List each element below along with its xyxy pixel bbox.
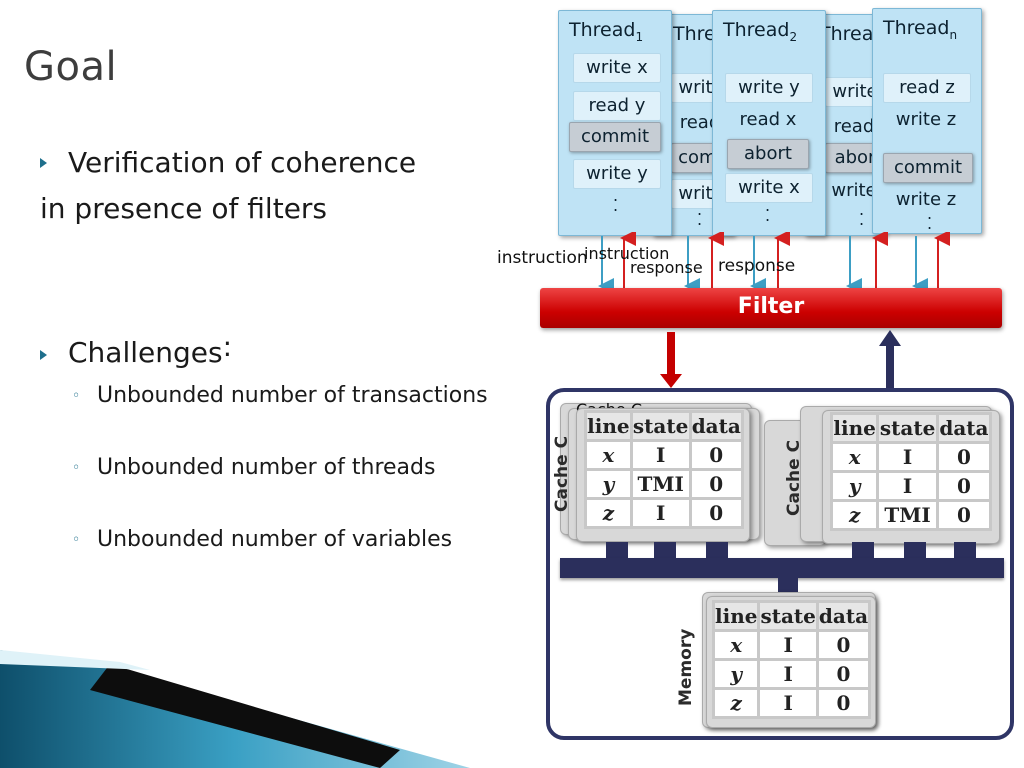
thread-dots: .. — [765, 196, 771, 225]
sub-bullet-marker: ◦ — [72, 460, 81, 476]
thread-op: write z — [895, 109, 957, 130]
thread-op: write z — [895, 189, 957, 210]
thread-dots: .. — [613, 186, 619, 215]
cell-data: 0 — [935, 441, 993, 473]
thread-dots: .. — [859, 200, 865, 229]
filter-cache-arrows — [660, 330, 901, 390]
filter-bar: Filter — [540, 288, 1002, 328]
cell-state: TMI — [629, 468, 692, 500]
cell-line: y — [829, 470, 880, 502]
response-label: response — [630, 258, 703, 277]
sub-bullet-marker: ◦ — [72, 388, 81, 404]
col-header-line: line — [829, 412, 880, 444]
thread-op: write y — [573, 159, 661, 189]
slide-title: Goal — [24, 44, 118, 90]
cell-state: TMI — [876, 499, 939, 531]
cache-connector — [654, 542, 676, 558]
thread-op: write x — [573, 53, 661, 83]
bullet-arrow-icon — [40, 158, 47, 168]
cache-table-left: line state data x I 0 y TMI 0 z I 0 — [584, 410, 745, 529]
cell-line: z — [584, 497, 633, 529]
thread-op: commit — [883, 153, 973, 183]
bullet-coherence-line2: in presence of filters — [40, 192, 328, 225]
thread-op: abort — [727, 139, 809, 169]
cache-connector — [904, 542, 926, 558]
thread-n: Threadn read z write z commit write z .. — [872, 8, 982, 234]
thread-title: Thread1 — [569, 19, 644, 44]
col-header-line: line — [584, 410, 633, 442]
memory-label: Memory — [676, 628, 696, 706]
challenges-colon: : — [222, 330, 233, 363]
challenge-transactions: Unbounded number of transactions — [97, 383, 488, 408]
cell-line: y — [711, 658, 761, 690]
cache-connector — [606, 542, 628, 558]
thread-dots: .. — [697, 200, 703, 229]
thread-title: Thread2 — [723, 19, 798, 44]
thread-op: write — [831, 180, 877, 201]
cell-state: I — [757, 687, 819, 719]
cell-data: 0 — [688, 497, 745, 529]
bullet-coherence-line1: Verification of coherence — [68, 146, 417, 179]
col-header-state: state — [629, 410, 692, 442]
sub-bullet-marker: ◦ — [72, 532, 81, 548]
thread-1: Thread1 write x read y commit write y .. — [558, 10, 672, 236]
thread-title: Threa — [819, 23, 874, 45]
cell-line: x — [584, 439, 633, 471]
thread-title: Threadn — [883, 17, 958, 42]
thread-op: commit — [569, 122, 661, 152]
col-header-data: data — [688, 410, 745, 442]
cache-label-right: Cache C — [784, 439, 804, 516]
thread-op: write x — [725, 173, 813, 203]
challenge-variables: Unbounded number of variables — [97, 527, 453, 552]
cache-connector — [954, 542, 976, 558]
memory-connector — [778, 576, 798, 594]
thread-dots: .. — [927, 204, 933, 233]
thread-op: read — [833, 116, 875, 137]
memory-table: line state data x I 0 y I 0 z I 0 — [711, 600, 872, 719]
col-header-data: data — [815, 600, 872, 632]
cache-connector — [706, 542, 728, 558]
instruction-label: instruction — [497, 248, 588, 268]
cell-data: 0 — [935, 499, 993, 531]
system-bus — [560, 558, 1004, 578]
bullet-arrow-icon — [40, 350, 47, 360]
cell-state: I — [757, 658, 819, 690]
thread-op: read y — [573, 91, 661, 121]
col-header-data: data — [935, 412, 993, 444]
cache-table-right: line state data x I 0 y I 0 z TMI 0 — [829, 412, 993, 531]
cell-data: 0 — [688, 468, 745, 500]
cell-line: z — [829, 499, 880, 531]
cell-line: x — [711, 629, 761, 661]
cell-line: y — [584, 468, 633, 500]
cache-label-left: Cache C — [552, 435, 572, 512]
col-header-state: state — [876, 412, 939, 444]
thread-2: Thread2 write y read x abort write x .. — [712, 10, 826, 236]
cell-state: I — [629, 497, 692, 529]
bullet-challenges: Challenges: — [68, 330, 232, 369]
cell-data: 0 — [815, 629, 872, 661]
challenges-label: Challenges — [68, 336, 223, 369]
instruction-label: instruction — [584, 244, 670, 263]
challenge-threads: Unbounded number of threads — [97, 455, 436, 480]
cell-data: 0 — [688, 439, 745, 471]
thread-op: read x — [739, 109, 797, 130]
col-header-state: state — [757, 600, 819, 632]
cell-line: z — [711, 687, 761, 719]
cell-state: I — [757, 629, 819, 661]
thread-op: read — [679, 112, 721, 133]
thread-op: read z — [883, 73, 971, 103]
cell-state: I — [876, 470, 939, 502]
cell-state: I — [629, 439, 692, 471]
signal-arrows — [598, 232, 950, 292]
col-header-line: line — [711, 600, 761, 632]
decorative-swoosh — [0, 650, 470, 768]
cell-data: 0 — [815, 658, 872, 690]
cell-line: x — [829, 441, 880, 473]
thread-op: write y — [725, 73, 813, 103]
response-label: response — [718, 256, 796, 276]
cell-state: I — [876, 441, 939, 473]
cell-data: 0 — [935, 470, 993, 502]
cell-data: 0 — [815, 687, 872, 719]
cache-connector — [852, 542, 874, 558]
